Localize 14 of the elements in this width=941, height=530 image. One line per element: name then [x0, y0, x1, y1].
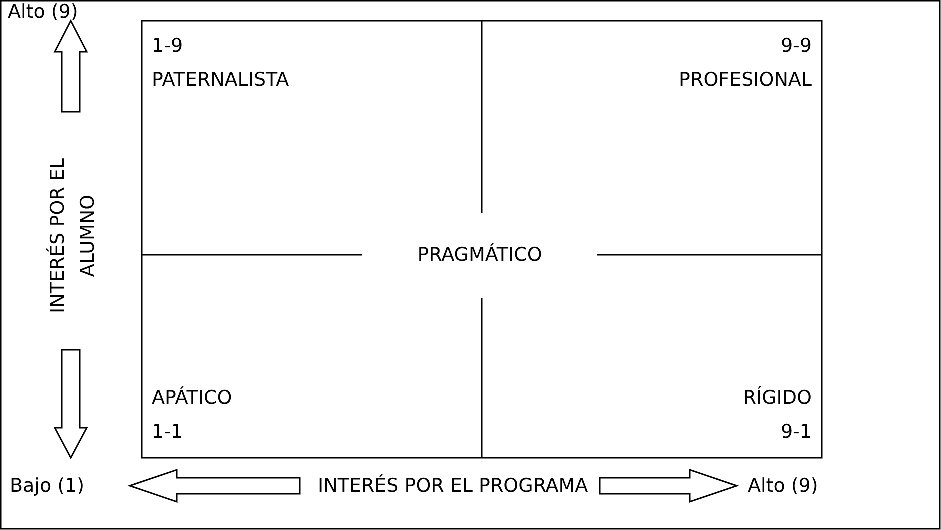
grid-score: 1-1 — [152, 420, 184, 444]
grid-score: 1-9 — [152, 34, 184, 58]
grid-score: 9-9 — [780, 34, 812, 58]
axis-label: Alto (9) — [748, 474, 818, 498]
quadrant-title: PROFESIONAL — [679, 68, 812, 92]
grid-score: 9-1 — [780, 420, 812, 444]
axis-label: Alto (9) — [8, 0, 78, 24]
axis-title: INTERÉS POR EL PROGRAMA — [318, 474, 588, 498]
quadrant-title: PRAGMÁTICO — [416, 243, 544, 267]
quadrant-title: PATERNALISTA — [152, 68, 290, 92]
quadrant-title: RÍGIDO — [743, 386, 812, 410]
axis-label: Bajo (1) — [10, 474, 85, 498]
quadrant-title: APÁTICO — [152, 386, 232, 410]
axis-title: INTERÉS POR EL ALUMNO — [45, 158, 100, 316]
